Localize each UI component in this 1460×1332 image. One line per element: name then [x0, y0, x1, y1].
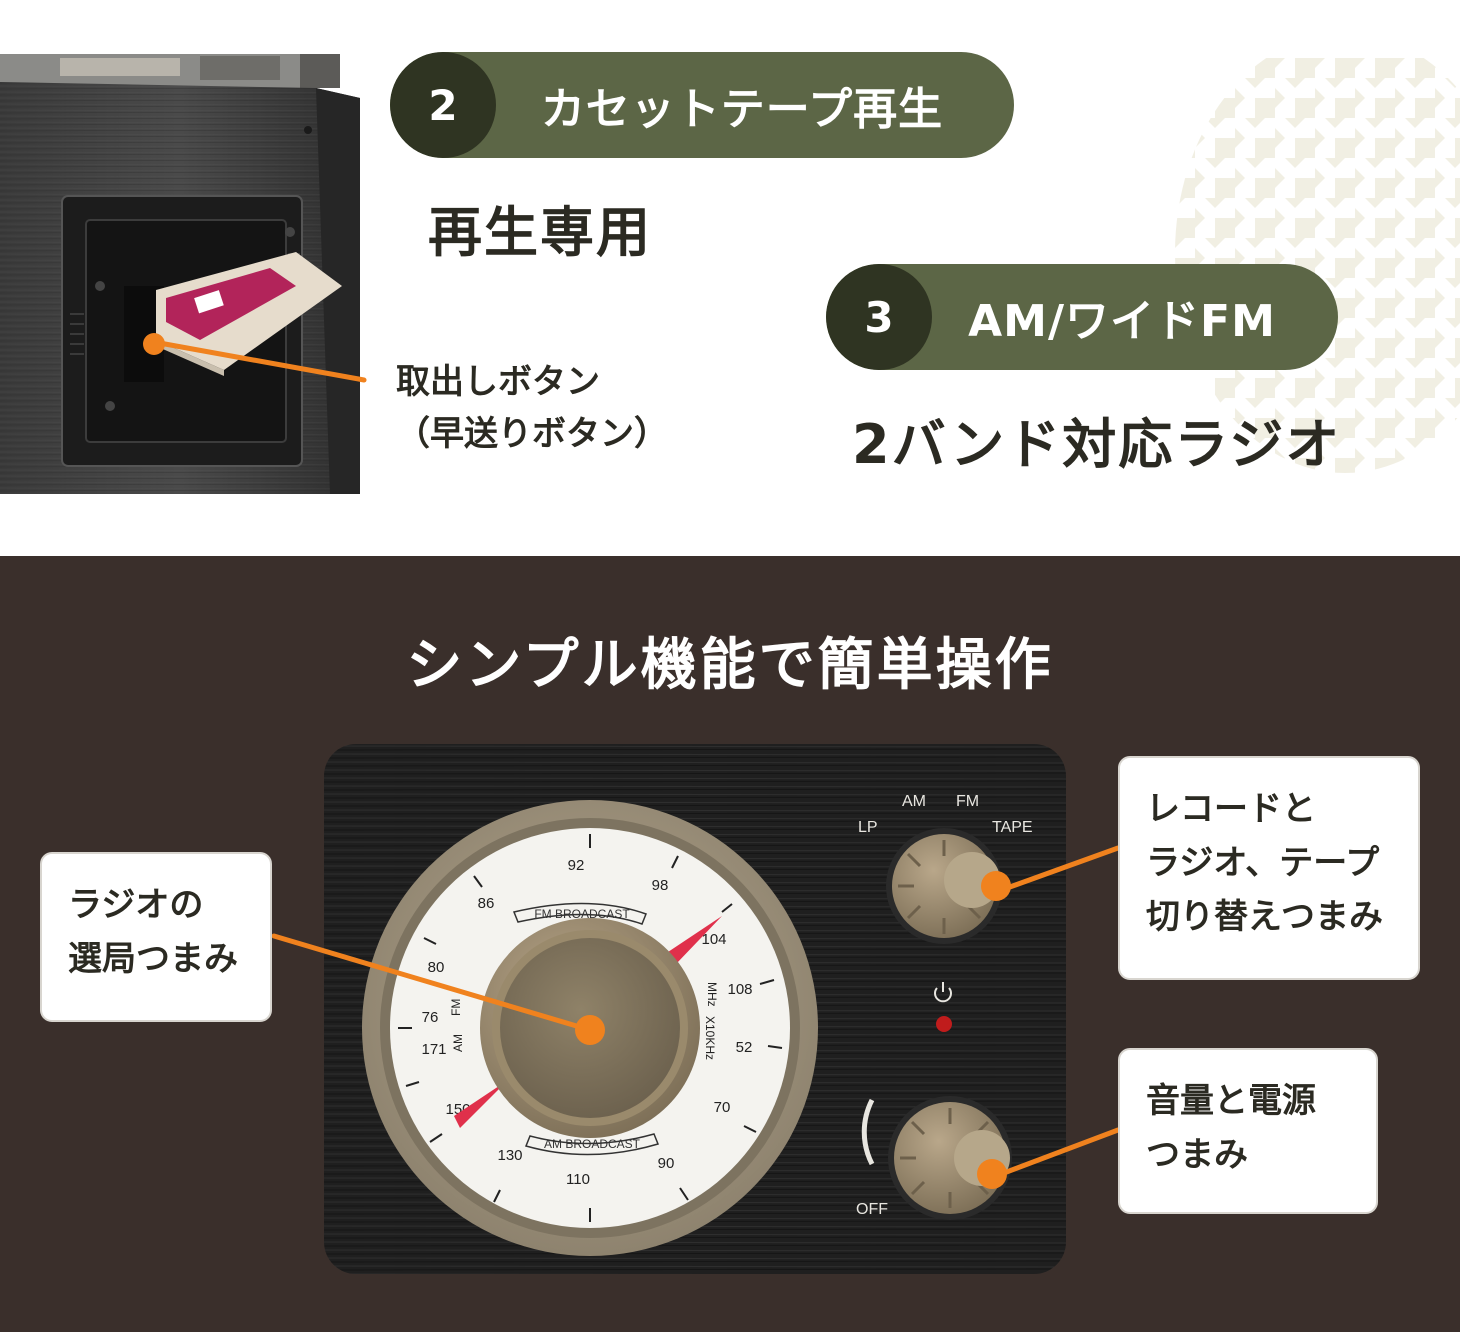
mhz-unit-label: MHz	[705, 982, 719, 1007]
fm-tick-76: 76	[422, 1009, 439, 1026]
fm-side-label: FM	[449, 999, 463, 1016]
selector-fm-label: FM	[956, 793, 979, 810]
khz-unit-label: X10KHz	[703, 1016, 717, 1060]
feature-3-subtitle: 2バンド対応ラジオ	[852, 413, 1342, 476]
selector-callout-line2: ラジオ、テープ	[1146, 843, 1380, 883]
fm-tick-92: 92	[568, 857, 585, 874]
selector-callout-line	[993, 845, 1121, 895]
fm-broadcast-label: FM BROADCAST	[534, 907, 630, 921]
selector-knob-callout: レコードと ラジオ、テープ 切り替えつまみ	[1118, 756, 1420, 980]
tuning-callout-line2: 選局つまみ	[68, 939, 238, 979]
am-tick-130: 130	[497, 1147, 522, 1164]
fm-tick-98: 98	[652, 877, 669, 894]
feature-3-title: AM/ワイドFM	[968, 296, 1276, 347]
feature-2-title: カセットテープ再生	[540, 84, 944, 135]
selector-callout-line1: レコードと	[1146, 789, 1316, 829]
tuning-knob-callout: ラジオの 選局つまみ	[40, 852, 272, 1022]
feature-top-section: 取出しボタン （早送りボタン） 2 カセットテープ再生 再生専用 3 AM/ワイ…	[0, 0, 1460, 556]
eject-button-label: 取出しボタン （早送りボタン）	[396, 356, 668, 460]
eject-label-line2: （早送りボタン）	[396, 414, 668, 454]
tuning-callout-line	[271, 933, 593, 1033]
am-broadcast-label: AM BROADCAST	[544, 1137, 641, 1151]
volume-callout-line2: つまみ	[1146, 1135, 1248, 1175]
feature-2-subtitle: 再生専用	[428, 201, 652, 264]
am-tick-171: 171	[421, 1041, 446, 1058]
feature-3-number: 3	[826, 264, 932, 370]
feature-2-number: 2	[390, 52, 496, 158]
eject-callout-line	[151, 339, 367, 383]
feature-2-pill: 2 カセットテープ再生	[390, 52, 1014, 158]
selector-am-label: AM	[902, 793, 926, 810]
tuning-callout-line1: ラジオの	[68, 885, 204, 925]
selector-tape-label: TAPE	[992, 819, 1033, 836]
selector-callout-line3: 切り替えつまみ	[1146, 897, 1383, 937]
fm-tick-80: 80	[428, 959, 445, 976]
cassette-deck-photo	[0, 54, 360, 494]
feature-3-pill: 3 AM/ワイドFM	[826, 264, 1338, 370]
am-tick-70: 70	[714, 1099, 731, 1116]
volume-knob-callout: 音量と電源 つまみ	[1118, 1048, 1378, 1214]
am-side-label: AM	[451, 1034, 465, 1052]
fm-tick-86: 86	[478, 895, 495, 912]
volume-callout-line	[993, 1127, 1121, 1179]
fm-tick-108: 108	[727, 981, 752, 998]
am-tick-90: 90	[658, 1155, 675, 1172]
am-tick-110: 110	[566, 1171, 590, 1188]
section-title: シンプル機能で簡単操作	[406, 633, 1054, 698]
volume-off-label: OFF	[856, 1201, 888, 1218]
am-tick-52: 52	[736, 1039, 753, 1056]
volume-callout-line1: 音量と電源	[1146, 1081, 1316, 1121]
selector-lp-label: LP	[858, 819, 878, 836]
simple-controls-section: シンプル機能で簡単操作	[0, 556, 1460, 1332]
eject-label-line1: 取出しボタン	[396, 362, 600, 402]
fm-tick-104: 104	[701, 931, 726, 948]
